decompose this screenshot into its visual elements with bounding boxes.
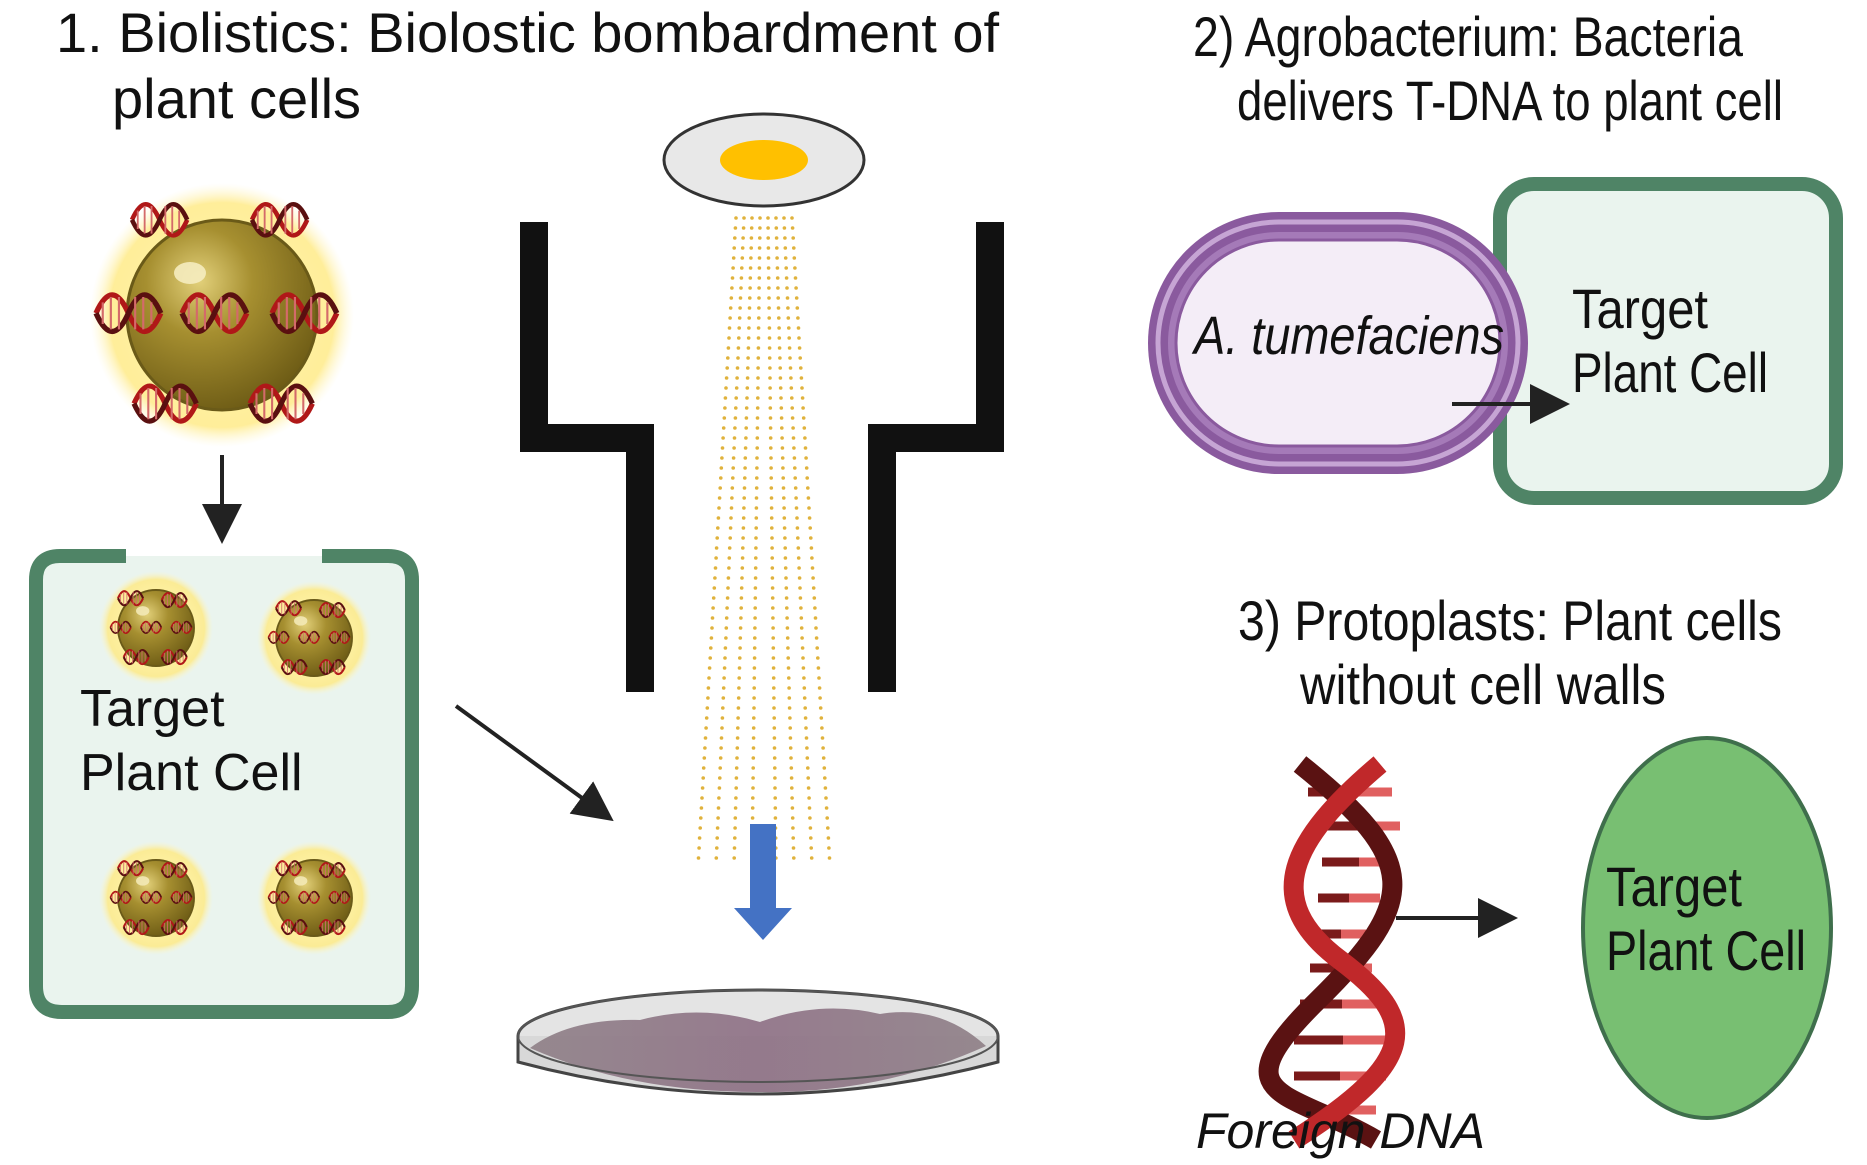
particle-stream: [696, 216, 832, 860]
petri-dish: [516, 988, 1000, 1096]
panel-biolistics: 1. Biolistics: Biolostic bombardment of …: [29, 1, 1004, 1096]
protoplast-cell-label-line2: Plant Cell: [1606, 919, 1806, 982]
biolistics-target-plant-cell: Target Plant Cell: [29, 549, 419, 1019]
protoplasts-title-line2: without cell walls: [1299, 653, 1666, 716]
gene-gun: [516, 112, 1004, 1096]
agrobacterium-title-line1: 2) Agrobacterium: Bacteria: [1193, 5, 1744, 68]
macrocarrier-spot: [720, 140, 808, 180]
a-tumefaciens-bacterium: [1148, 212, 1528, 474]
foreign-dna-helix: [1258, 756, 1406, 1149]
plant-tissue: [530, 1008, 986, 1093]
agrobacterium-cell-label-line1: Target: [1572, 277, 1708, 340]
gun-barrel-left: [520, 222, 654, 692]
panel-agrobacterium: 2) Agrobacterium: Bacteria delivers T-DN…: [1148, 5, 1843, 505]
foreign-dna-label: Foreign DNA: [1196, 1103, 1485, 1159]
biolistics-cell-label-line2: Plant Cell: [80, 744, 303, 802]
protoplasts-title-line1: 3) Protoplasts: Plant cells: [1238, 589, 1782, 652]
dna-coated-gold-particle: [90, 183, 354, 447]
downward-blue-arrow: [734, 824, 792, 940]
biolistics-cell-label-line1: Target: [80, 680, 225, 738]
agrobacterium-title-line2: delivers T-DNA to plant cell: [1237, 69, 1783, 132]
panel-protoplasts: 3) Protoplasts: Plant cells without cell…: [1196, 589, 1833, 1159]
cell-to-gun-arrow: [454, 704, 614, 822]
biolistics-title-line1: 1. Biolistics: Biolostic bombardment of: [56, 1, 1000, 64]
a-tumefaciens-label: A. tumefaciens: [1191, 306, 1504, 366]
agrobacterium-cell-label-line2: Plant Cell: [1572, 341, 1768, 404]
protoplast-target-plant-cell: [1581, 736, 1833, 1120]
protoplast-cell-label-line1: Target: [1606, 855, 1742, 918]
gun-barrel-right: [868, 222, 1004, 692]
biolistics-title-line2: plant cells: [112, 67, 361, 130]
